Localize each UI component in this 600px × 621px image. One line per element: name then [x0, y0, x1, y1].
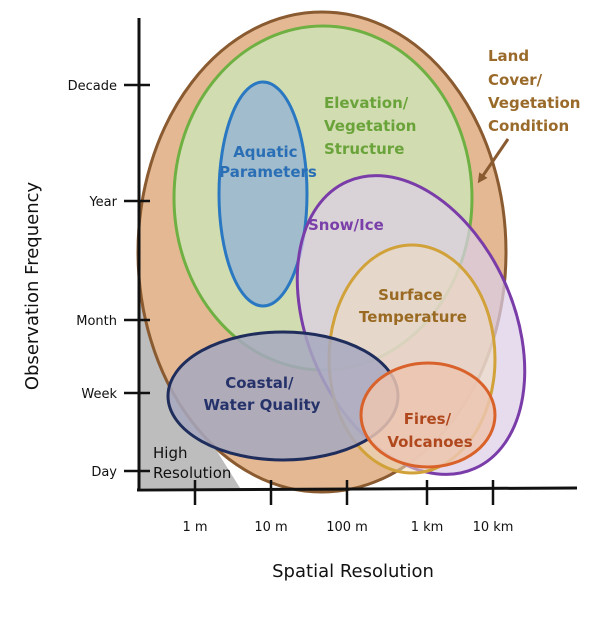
y-axis-title: Observation Frequency: [22, 181, 43, 390]
x-tick-label-10m: 10 m: [254, 520, 287, 535]
x-tick-label-1m: 1 m: [182, 520, 207, 535]
fires-label: Fires/ Volcanoes: [387, 410, 472, 451]
y-ticks: [124, 83, 150, 473]
aquatic-region: [217, 80, 309, 308]
high-resolution-region: [140, 300, 240, 488]
y-tick-label-decade: Decade: [68, 79, 117, 94]
elevation-label: Elevation/ Vegetation Structure: [324, 94, 422, 158]
surface-temperature-label: Surface Temperature: [359, 286, 467, 326]
y-tick-label-day: Day: [91, 465, 117, 480]
x-ticks: [193, 480, 495, 505]
fires-region: [359, 361, 497, 469]
coastal-label: Coastal/ Water Quality: [204, 374, 321, 414]
x-tick-label-100m: 100 m: [326, 520, 368, 535]
land-cover-arrow: [477, 138, 510, 184]
y-tick-label-week: Week: [81, 387, 117, 402]
aquatic-label: Aquatic Parameters: [219, 143, 317, 181]
high-resolution-label: High Resolution: [153, 444, 231, 482]
x-axis-line: [136, 486, 578, 492]
x-tick-label-1km: 1 km: [411, 520, 444, 535]
land-cover-label: Land Cover/ Vegetation Condition: [488, 47, 586, 135]
x-tick-label-10km: 10 km: [473, 520, 514, 535]
snow-ice-label: Snow/Ice: [308, 216, 384, 234]
x-axis-title: Spatial Resolution: [272, 561, 434, 582]
y-tick-label-year: Year: [88, 195, 117, 210]
y-tick-label-month: Month: [76, 314, 117, 329]
